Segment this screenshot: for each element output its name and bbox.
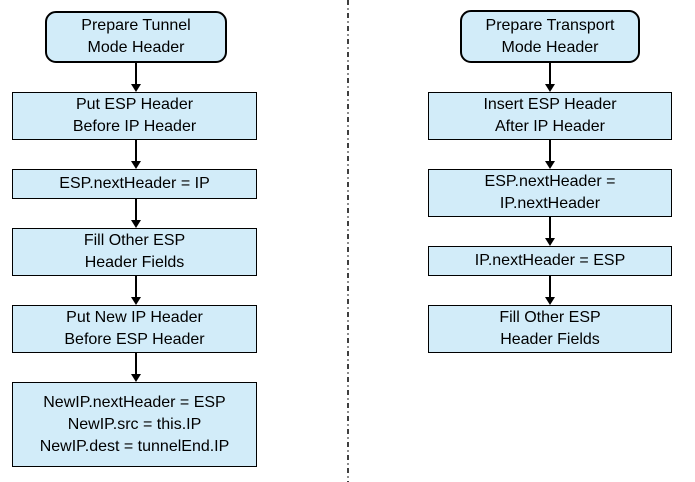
arrowhead-icon	[131, 374, 141, 382]
arrow-shaft	[549, 276, 551, 299]
node-put-new-ip-header-before-esp-header: Put New IP Header Before ESP Header	[12, 305, 257, 353]
node-insert-esp-header-after-ip-header: Insert ESP Header After IP Header	[428, 92, 672, 140]
node-esp-nextheader-equals-ip-nextheader: ESP.nextHeader = IP.nextHeader	[428, 169, 672, 217]
arrowhead-icon	[131, 220, 141, 228]
arrowhead-icon	[131, 84, 141, 92]
arrowhead-icon	[545, 238, 555, 246]
node-fill-other-esp-header-fields-tunnel: Fill Other ESP Header Fields	[12, 228, 257, 276]
arrow-down-icon	[544, 63, 556, 92]
arrow-down-icon	[130, 63, 142, 92]
arrow-shaft	[549, 140, 551, 163]
arrow-shaft	[135, 63, 137, 86]
arrow-down-icon	[544, 217, 556, 246]
arrow-shaft	[135, 140, 137, 163]
arrow-shaft	[135, 353, 137, 376]
arrowhead-icon	[131, 161, 141, 169]
arrow-down-icon	[544, 140, 556, 169]
arrow-down-icon	[130, 199, 142, 228]
dashed-divider	[347, 0, 349, 482]
arrow-shaft	[135, 199, 137, 222]
node-prepare-transport-mode-header: Prepare Transport Mode Header	[460, 10, 640, 63]
node-prepare-tunnel-mode-header: Prepare Tunnel Mode Header	[45, 11, 227, 63]
arrowhead-icon	[545, 297, 555, 305]
arrow-down-icon	[130, 140, 142, 169]
node-newip-assignments: NewIP.nextHeader = ESP NewIP.src = this.…	[12, 382, 257, 467]
arrow-down-icon	[130, 353, 142, 382]
node-esp-nextheader-equals-ip: ESP.nextHeader = IP	[12, 169, 257, 199]
arrowhead-icon	[131, 297, 141, 305]
node-ip-nextheader-equals-esp: IP.nextHeader = ESP	[428, 246, 672, 276]
arrow-down-icon	[544, 276, 556, 305]
arrow-shaft	[549, 63, 551, 86]
node-fill-other-esp-header-fields-transport: Fill Other ESP Header Fields	[428, 305, 672, 353]
arrowhead-icon	[545, 84, 555, 92]
arrow-shaft	[135, 276, 137, 299]
arrow-down-icon	[130, 276, 142, 305]
node-put-esp-header-before-ip-header: Put ESP Header Before IP Header	[12, 92, 257, 140]
arrowhead-icon	[545, 161, 555, 169]
arrow-shaft	[549, 217, 551, 240]
